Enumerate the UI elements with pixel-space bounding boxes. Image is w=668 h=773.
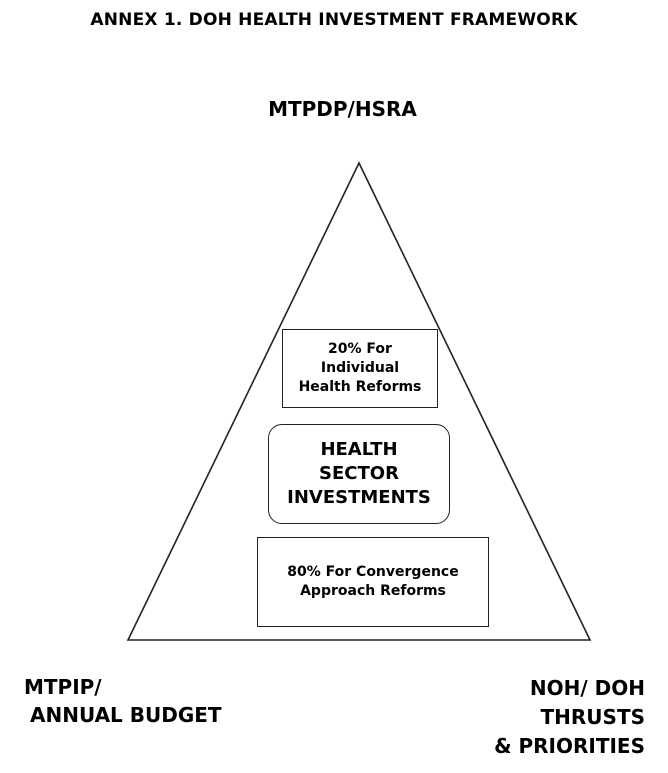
box-top-line: Health Reforms [298, 379, 422, 395]
page-title: ANNEX 1. DOH HEALTH INVESTMENT FRAMEWORK [90, 10, 578, 30]
right-corner-line: THRUSTS [540, 705, 645, 729]
right-corner-line: NOH/ DOH [529, 676, 645, 700]
left-corner-label: MTPIP/ ANNUAL BUDGET [24, 673, 254, 729]
pyramid-triangle [126, 161, 592, 641]
health-sector-investments-box: HEALTH SECTOR INVESTMENTS [268, 424, 450, 524]
left-corner-line: ANNUAL BUDGET [30, 703, 222, 727]
individual-health-reforms-box: 20% For Individual Health Reforms [282, 329, 438, 408]
box-top-line: 20% For [328, 341, 392, 357]
box-bottom-line: Approach Reforms [300, 583, 446, 599]
box-mid-line: INVESTMENTS [287, 487, 431, 508]
convergence-approach-reforms-box: 80% For Convergence Approach Reforms [257, 537, 489, 627]
left-corner-line: MTPIP/ [24, 675, 102, 699]
right-corner-label: NOH/ DOH THRUSTS & PRIORITIES [470, 674, 645, 761]
apex-label: MTPDP/HSRA [268, 97, 417, 121]
box-bottom-line: 80% For Convergence [287, 564, 459, 580]
right-corner-line: & PRIORITIES [494, 734, 645, 758]
box-mid-line: SECTOR [319, 463, 399, 484]
box-mid-line: HEALTH [320, 439, 398, 460]
box-top-line: Individual [320, 360, 400, 376]
